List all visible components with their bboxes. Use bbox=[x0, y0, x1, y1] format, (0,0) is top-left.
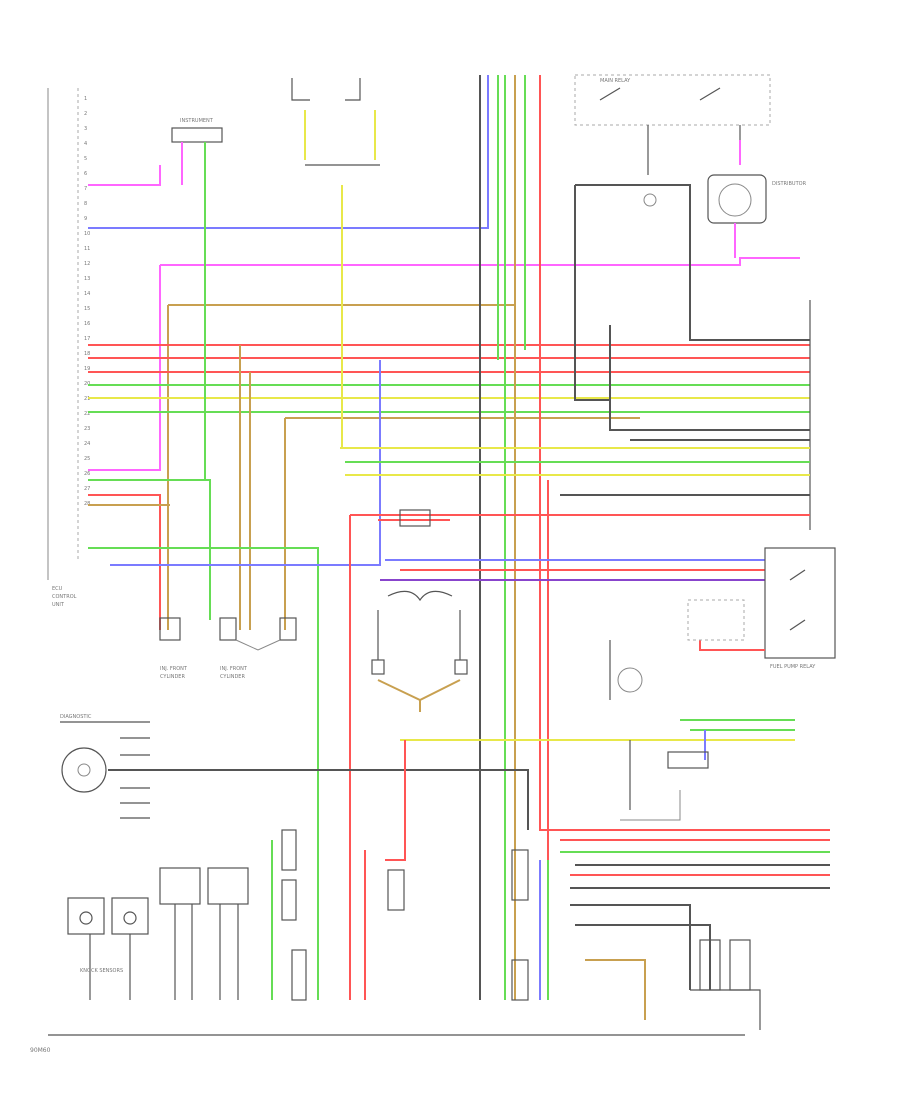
throttle-sensors bbox=[371, 509, 468, 712]
svg-text:19: 19 bbox=[84, 366, 90, 372]
svg-text:UNIT: UNIT bbox=[52, 602, 65, 608]
ecu-horizontal-wires bbox=[88, 75, 810, 1000]
svg-text:5: 5 bbox=[84, 156, 87, 162]
bottom-connectors bbox=[271, 740, 830, 1030]
svg-text:8: 8 bbox=[84, 201, 87, 207]
svg-text:7: 7 bbox=[84, 186, 87, 192]
svg-text:17: 17 bbox=[84, 336, 90, 342]
svg-text:FUEL PUMP RELAY: FUEL PUMP RELAY bbox=[770, 664, 816, 670]
svg-text:DISTRIBUTOR: DISTRIBUTOR bbox=[772, 181, 807, 187]
injector-left: INJ. FRONT CYLINDER bbox=[159, 617, 188, 680]
svg-text:6: 6 bbox=[84, 171, 87, 177]
right-connector bbox=[340, 300, 811, 1000]
svg-text:27: 27 bbox=[84, 486, 90, 492]
svg-text:DIAGNOSTIC: DIAGNOSTIC bbox=[60, 714, 92, 720]
svg-text:CYLINDER: CYLINDER bbox=[160, 674, 185, 680]
fuel-pump-relay: FUEL PUMP RELAY bbox=[380, 547, 836, 670]
svg-text:15: 15 bbox=[84, 306, 90, 312]
main-relay: MAIN RELAY bbox=[574, 74, 771, 175]
svg-text:20: 20 bbox=[84, 381, 90, 387]
svg-text:4: 4 bbox=[84, 141, 87, 147]
svg-text:CYLINDER: CYLINDER bbox=[220, 674, 245, 680]
svg-text:MAIN RELAY: MAIN RELAY bbox=[600, 78, 631, 84]
svg-text:INJ. FRONT: INJ. FRONT bbox=[220, 666, 248, 672]
svg-text:KNOCK SENSORS: KNOCK SENSORS bbox=[80, 968, 123, 974]
svg-text:25: 25 bbox=[84, 456, 90, 462]
svg-text:23: 23 bbox=[84, 426, 90, 432]
footer-code: 90M60 bbox=[30, 1047, 51, 1054]
svg-text:9: 9 bbox=[84, 216, 87, 222]
vertical-bus bbox=[479, 75, 830, 1000]
svg-text:10: 10 bbox=[84, 231, 90, 237]
svg-text:22: 22 bbox=[84, 411, 90, 417]
fuel-block bbox=[574, 184, 810, 401]
diagnostic-connector: DIAGNOSTIC bbox=[60, 714, 529, 830]
svg-text:26: 26 bbox=[84, 471, 90, 477]
bottom-sensors: KNOCK SENSORS bbox=[67, 867, 249, 1000]
svg-text:28: 28 bbox=[84, 501, 90, 507]
speed-sensor bbox=[400, 640, 795, 821]
svg-text:12: 12 bbox=[84, 261, 90, 267]
svg-text:INJ. FRONT: INJ. FRONT bbox=[160, 666, 188, 672]
svg-text:16: 16 bbox=[84, 321, 90, 327]
svg-text:14: 14 bbox=[84, 291, 90, 297]
svg-text:1: 1 bbox=[84, 96, 87, 102]
svg-text:ECU: ECU bbox=[52, 586, 63, 592]
svg-text:24: 24 bbox=[84, 441, 90, 447]
svg-text:21: 21 bbox=[84, 396, 90, 402]
svg-text:INSTRUMENT: INSTRUMENT bbox=[180, 118, 214, 124]
svg-text:2: 2 bbox=[84, 111, 87, 117]
ignition-coil: DISTRIBUTOR bbox=[707, 174, 807, 258]
svg-text:11: 11 bbox=[84, 246, 90, 252]
svg-text:13: 13 bbox=[84, 276, 90, 282]
svg-text:CONTROL: CONTROL bbox=[52, 594, 77, 600]
svg-text:3: 3 bbox=[84, 126, 87, 132]
svg-text:18: 18 bbox=[84, 351, 90, 357]
top-relays: INSTRUMENT bbox=[171, 78, 380, 480]
injector-right: INJ. FRONT CYLINDER bbox=[219, 617, 297, 680]
